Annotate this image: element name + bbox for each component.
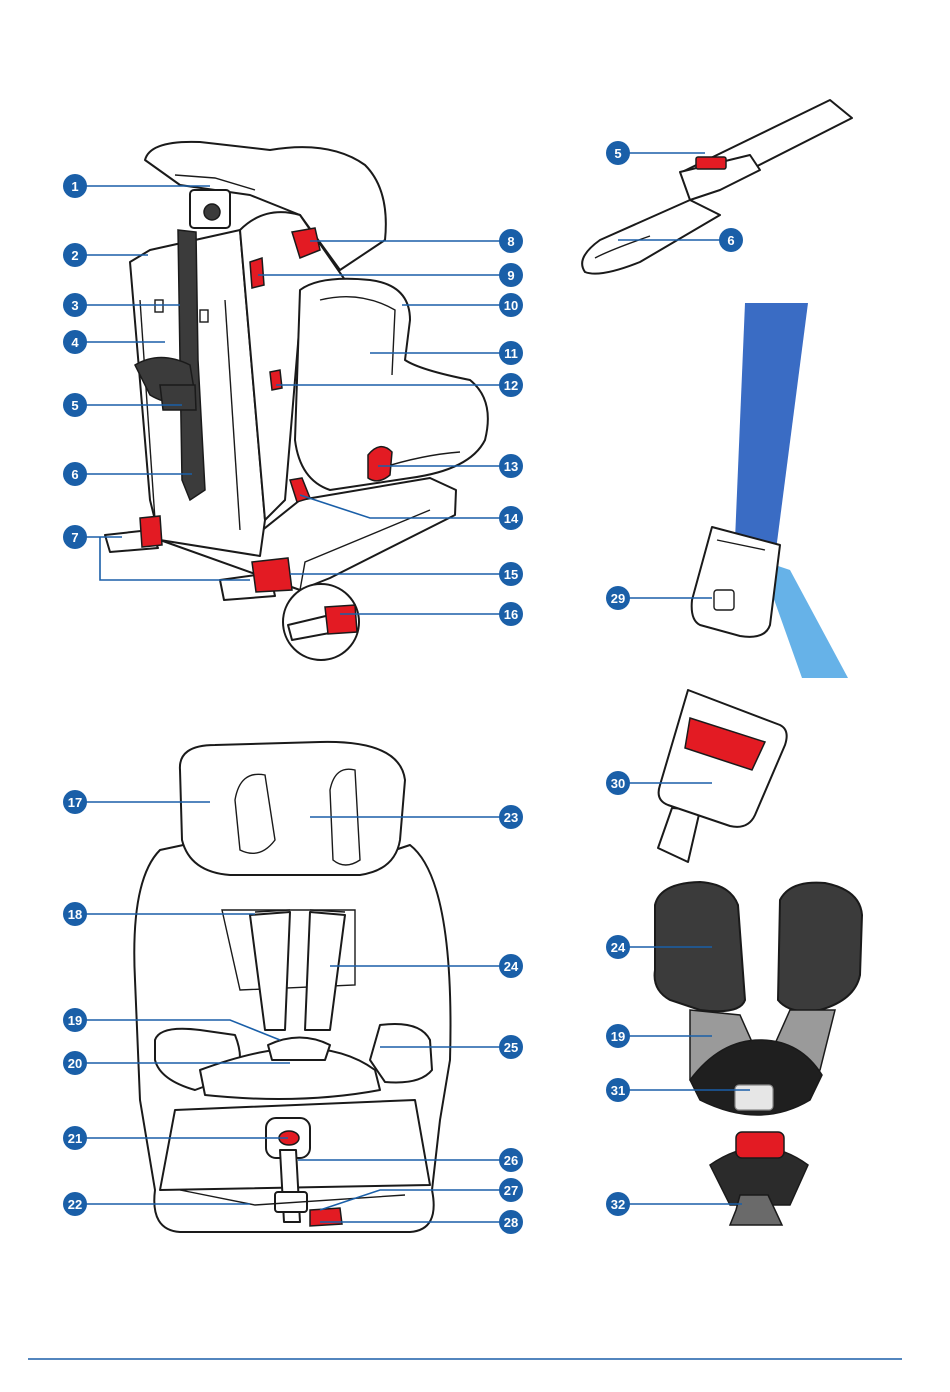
callout-c31: 31 [606,1078,630,1102]
callout-c12: 12 [499,373,523,397]
callout-c14: 14 [499,506,523,530]
callout-number: 5 [71,398,78,413]
callout-c1: 1 [63,174,87,198]
callout-number: 23 [504,810,518,825]
callout-c5: 5 [63,393,87,417]
callout-c26: 26 [499,1148,523,1172]
callout-number: 2 [71,248,78,263]
callout-number: 15 [504,567,518,582]
callout-c4: 4 [63,330,87,354]
callout-c18: 18 [63,902,87,926]
callout-c29: 29 [606,586,630,610]
callout-c8: 8 [499,229,523,253]
callout-number: 6 [727,233,734,248]
callout-number: 22 [68,1197,82,1212]
callout-c5b: 5 [606,141,630,165]
callout-number: 19 [68,1013,82,1028]
callout-c6b: 6 [719,228,743,252]
callout-c28: 28 [499,1210,523,1234]
callout-number: 14 [504,511,519,526]
seatbelt-tongue-illustration [658,690,787,862]
belt-tongue-illustration [582,100,852,274]
callout-number: 12 [504,378,518,393]
callout-c10: 10 [499,293,523,317]
callout-c22: 22 [63,1192,87,1216]
callout-c24b: 24 [606,935,630,959]
callout-number: 30 [611,776,625,791]
seat-side-view-illustration [105,142,488,660]
callout-c32: 32 [606,1192,630,1216]
callout-number: 4 [71,335,79,350]
callout-number: 26 [504,1153,518,1168]
callout-number: 13 [504,459,518,474]
callout-number: 24 [611,940,626,955]
seat-front-view-illustration [134,742,450,1232]
callout-number: 24 [504,959,519,974]
callout-number: 5 [614,146,621,161]
callout-number: 16 [504,607,518,622]
callout-number: 9 [507,268,514,283]
callout-c24: 24 [499,954,523,978]
callout-number: 25 [504,1040,518,1055]
callout-c2: 2 [63,243,87,267]
callout-number: 20 [68,1056,82,1071]
callout-c25: 25 [499,1035,523,1059]
callout-number: 29 [611,591,625,606]
callout-c7: 7 [63,525,87,549]
callout-c11: 11 [499,341,523,365]
callout-c6: 6 [63,462,87,486]
callout-c20: 20 [63,1051,87,1075]
callout-number: 32 [611,1197,625,1212]
callout-number: 10 [504,298,518,313]
callout-number: 19 [611,1029,625,1044]
callout-c23: 23 [499,805,523,829]
callout-c3: 3 [63,293,87,317]
callout-number: 3 [71,298,78,313]
callout-c30: 30 [606,771,630,795]
callout-c27: 27 [499,1178,523,1202]
callout-number: 1 [71,179,78,194]
callout-c19b: 19 [606,1024,630,1048]
callout-number: 11 [504,346,518,361]
harness-pads-illustration [655,882,862,1225]
callout-c17: 17 [63,790,87,814]
callout-number: 27 [504,1183,518,1198]
callout-number: 28 [504,1215,518,1230]
callout-number: 21 [68,1131,82,1146]
callout-c9: 9 [499,263,523,287]
callout-c16: 16 [499,602,523,626]
callout-number: 6 [71,467,78,482]
callout-number: 17 [68,795,82,810]
callout-c15: 15 [499,562,523,586]
callout-c19: 19 [63,1008,87,1032]
callout-number: 7 [71,530,78,545]
callout-c21: 21 [63,1126,87,1150]
callout-number: 18 [68,907,82,922]
callout-c13: 13 [499,454,523,478]
callout-number: 31 [611,1083,625,1098]
vehicle-belt-illustration [692,303,848,678]
callout-number: 8 [507,234,514,249]
